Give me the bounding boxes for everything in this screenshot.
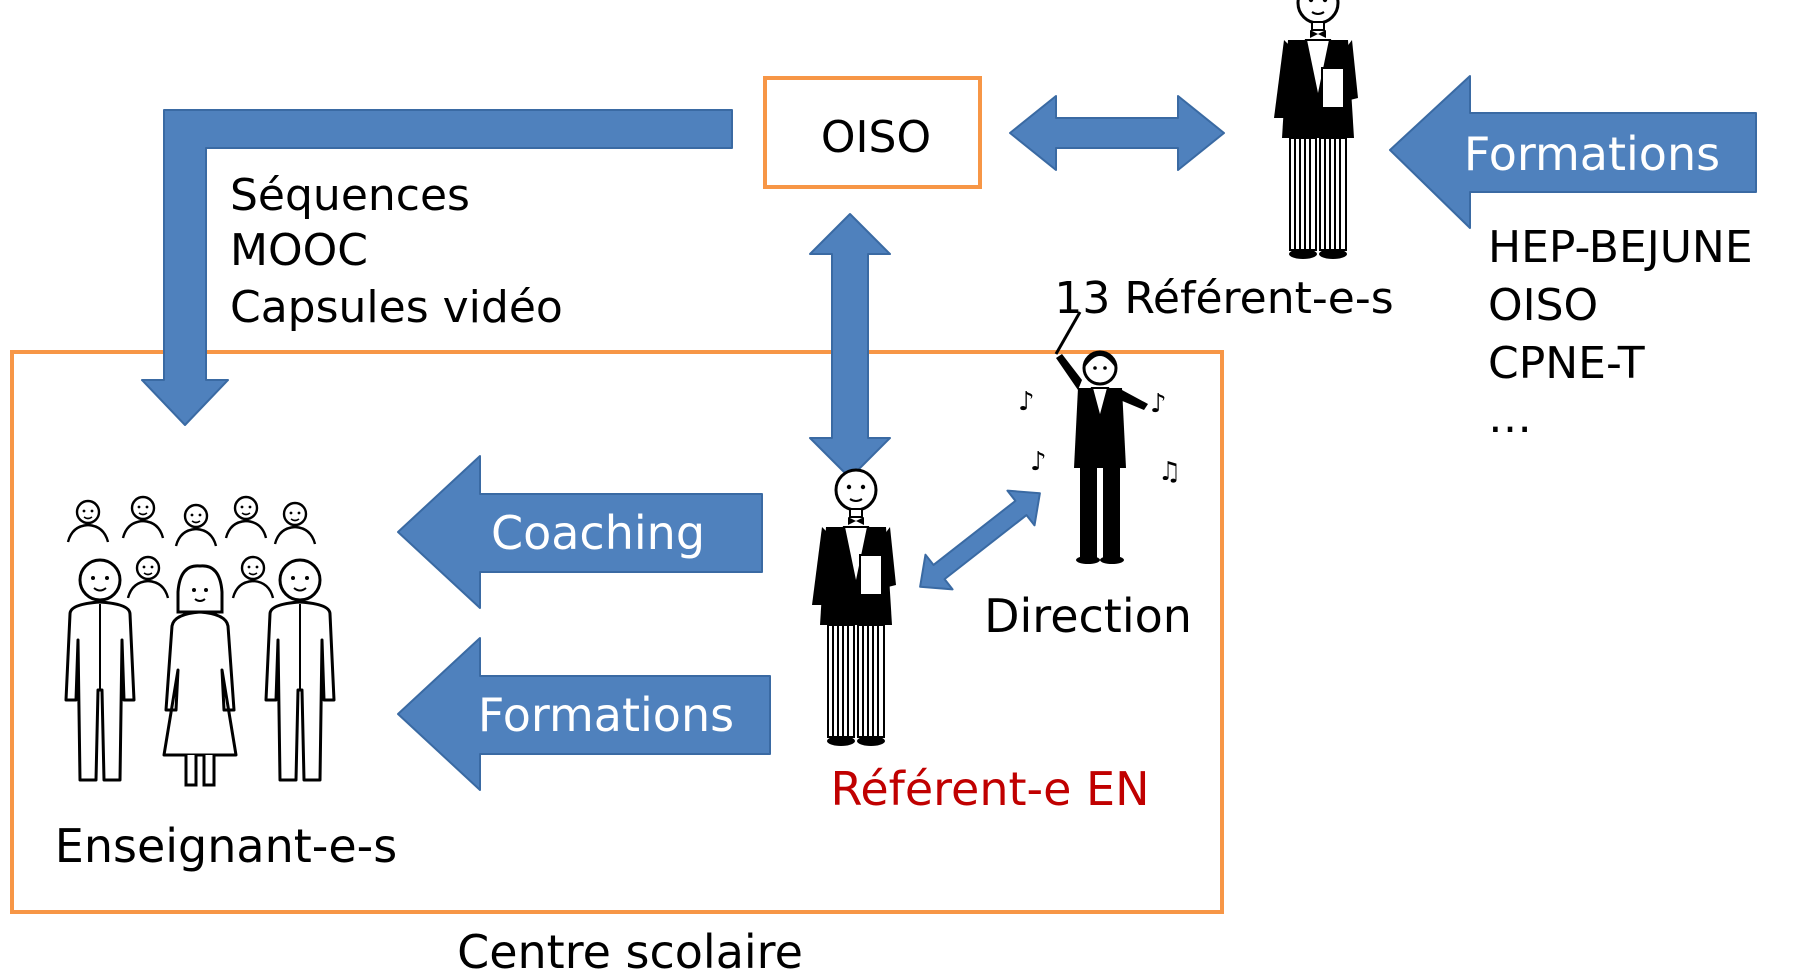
enseignants-label: Enseignant-e-s: [55, 819, 397, 873]
provider-more: …: [1488, 392, 1532, 443]
oiso-label: OISO: [821, 112, 931, 163]
people-group-icon: [64, 495, 336, 787]
referents-13-label: 13 Référent-e-s: [1054, 273, 1393, 324]
resource-mooc: MOOC: [230, 225, 368, 276]
formations-bottom-label: Formations: [478, 688, 734, 742]
centre-scolaire-label: Centre scolaire: [457, 925, 803, 976]
centre-scolaire-box: [10, 350, 1224, 914]
oiso-referents-double-arrow: [1009, 95, 1225, 171]
provider-oiso: OISO: [1488, 280, 1598, 331]
referent-13-figure-icon: [1272, 0, 1360, 261]
coaching-label: Coaching: [491, 506, 705, 560]
svg-text:♪: ♪: [1150, 389, 1167, 419]
formations-top-arrow: [1389, 75, 1757, 229]
resources-arrow: [141, 109, 733, 426]
formations-top-label: Formations: [1464, 127, 1720, 181]
direction-label: Direction: [984, 589, 1192, 643]
resource-sequences: Séquences: [230, 170, 470, 221]
formations-bottom-arrow: [397, 637, 771, 791]
referent-direction-double-arrow: [919, 489, 1041, 591]
provider-cpne-t: CPNE-T: [1488, 338, 1645, 389]
resource-capsules: Capsules vidéo: [230, 282, 563, 333]
conductor-figure-icon: [1054, 310, 1150, 566]
oiso-box: [763, 76, 982, 189]
svg-text:♪: ♪: [1030, 447, 1047, 477]
svg-text:♫: ♫: [1158, 457, 1181, 487]
coaching-arrow: [397, 455, 763, 609]
svg-text:♪: ♪: [1018, 387, 1035, 417]
referent-en-figure-icon: [810, 468, 898, 748]
provider-hep-bejune: HEP-BEJUNE: [1488, 222, 1753, 273]
referent-en-label: Référent-e EN: [830, 762, 1149, 816]
music-notes-icon: ♪ ♪ ♪ ♫: [1018, 387, 1181, 487]
oiso-referent-en-double-arrow: [809, 213, 891, 479]
